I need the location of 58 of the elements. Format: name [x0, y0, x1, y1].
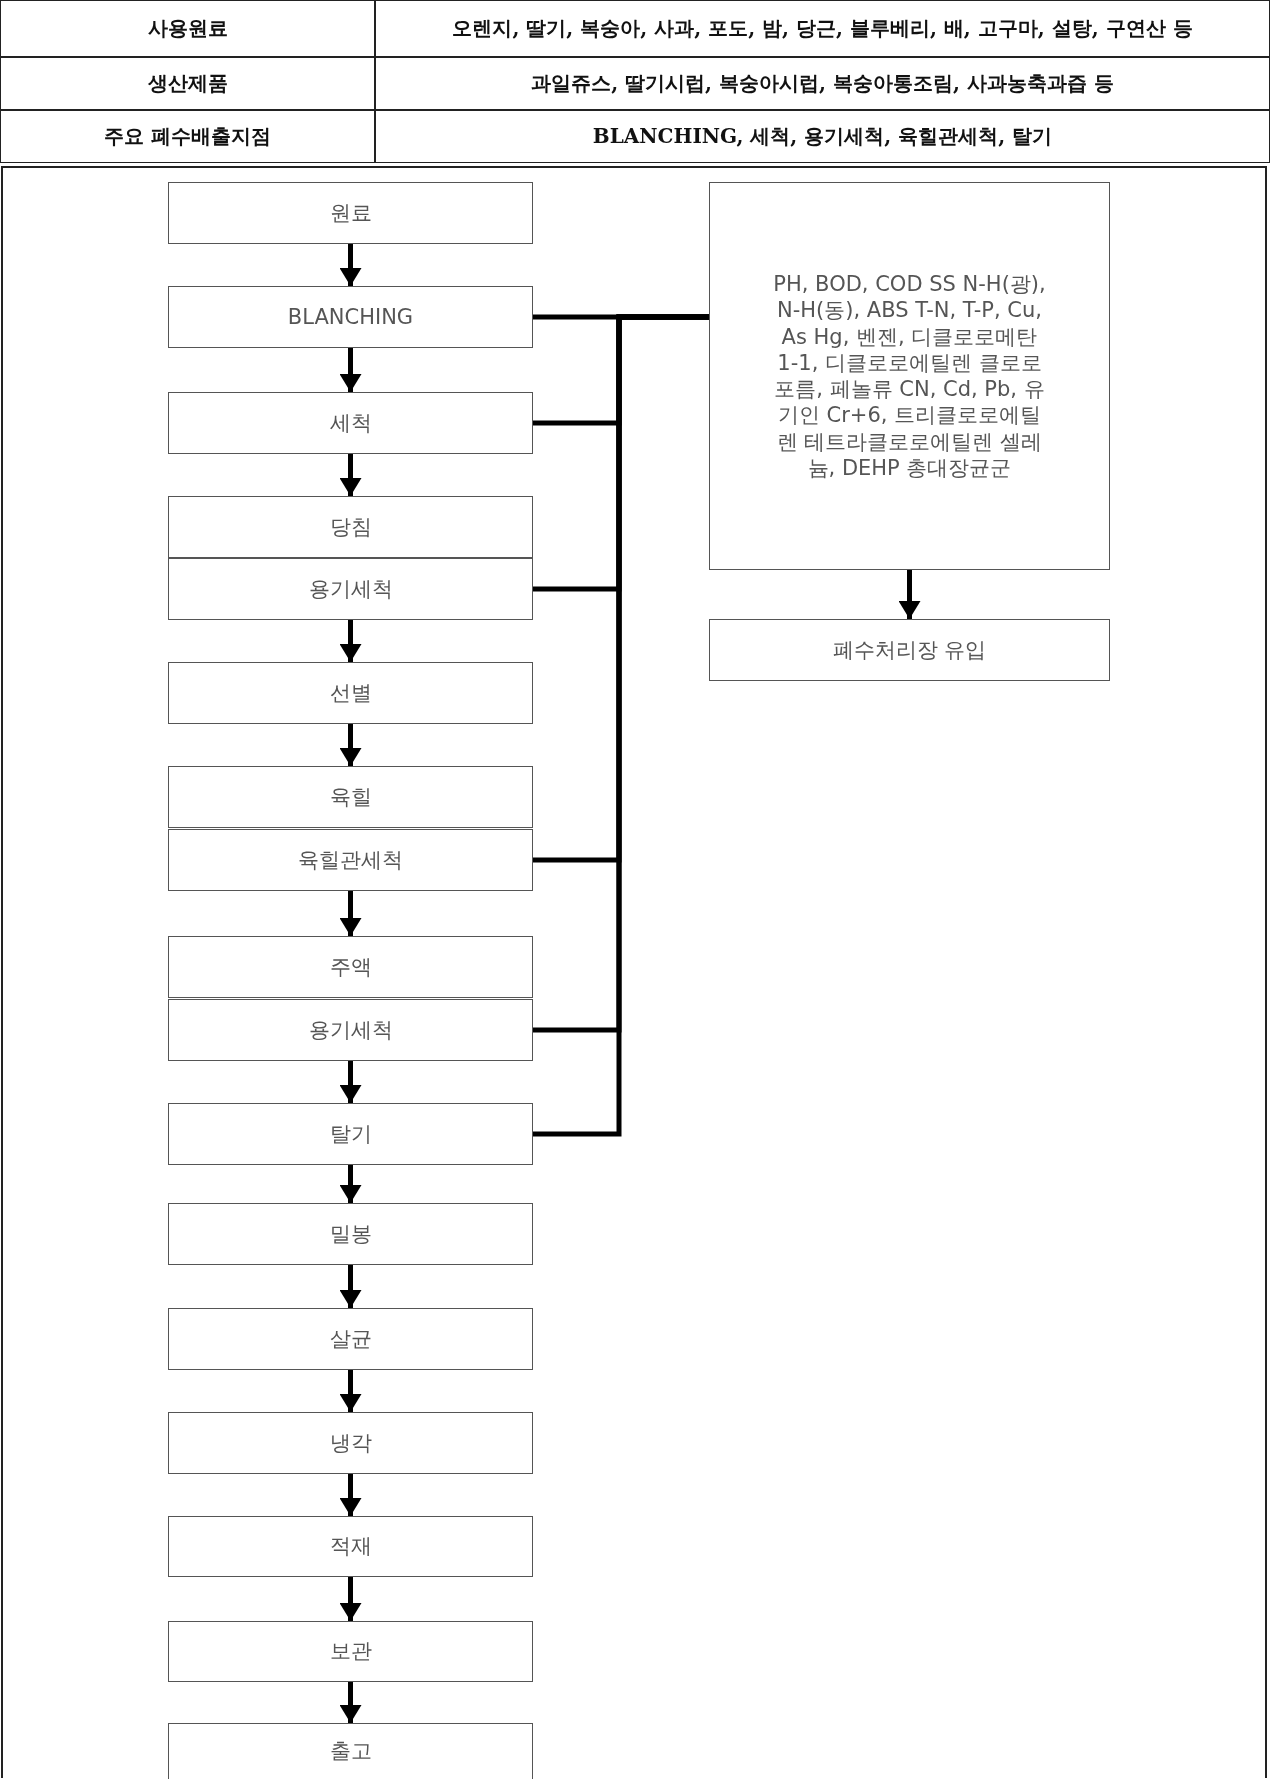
node-label: 출고 [328, 1738, 373, 1765]
arrow [339, 1682, 362, 1723]
node-label: 용기세척 [307, 1016, 394, 1044]
process-box [168, 392, 533, 454]
arrow [339, 244, 362, 286]
process-box [168, 1308, 533, 1370]
node-label: 세척 [328, 409, 373, 437]
arrow [339, 1265, 362, 1308]
process-box [168, 766, 533, 828]
arrow [339, 620, 362, 662]
process-box [168, 1723, 533, 1779]
process-box [709, 619, 1110, 681]
process-box [168, 182, 533, 244]
arrow [339, 1577, 362, 1621]
process-box [168, 936, 533, 998]
node-label: 원료 [328, 199, 373, 227]
process-box [168, 1516, 533, 1577]
table-cell: BLANCHING, 세척, 용기세척, 육힐관세척, 탈기 [375, 110, 1270, 163]
process-box [168, 1412, 533, 1474]
process-box [168, 1621, 533, 1682]
node-label: 냉각 [328, 1429, 373, 1457]
parameter-box [709, 182, 1110, 570]
process-box [168, 999, 533, 1061]
node-label: PH, BOD, COD SS N-H(광), N-H(동), ABS T-N, T-P, Cu, As Hg, 벤젠, 디클로로메탄 1-1, 디클로로에틸렌 클로로포름, 페놀류 CN, Cd, Pb, 유기인 Cr+6, 트리클로로에틸렌 테트라클로로에틸렌 셀레늄, DEHP 총대장균군 [772, 271, 1047, 481]
table-cell: 과일쥬스, 딸기시럽, 복숭아시럽, 복숭아통조림, 사과농축과즙 등 [375, 57, 1270, 110]
node-label: 주액 [328, 953, 373, 981]
node-label: 탈기 [328, 1120, 373, 1148]
node-label: 적재 [328, 1533, 373, 1560]
node-label: 육힐 [328, 783, 373, 811]
arrow [339, 1165, 362, 1203]
process-box [168, 1103, 533, 1165]
arrow [339, 1370, 362, 1412]
arrow [339, 1474, 362, 1516]
node-label: 당침 [328, 513, 373, 541]
arrow [339, 891, 362, 936]
node-label: BLANCHING [286, 303, 415, 331]
table-cell: 생산제품 [0, 57, 375, 110]
arrow [898, 570, 921, 619]
table-cell: 사용원료 [0, 0, 375, 57]
node-label: 밀봉 [328, 1220, 373, 1248]
node-label: 용기세척 [307, 575, 394, 603]
process-box [168, 558, 533, 620]
process-box [168, 496, 533, 558]
node-label: 선별 [328, 679, 373, 707]
table-cell: 오렌지, 딸기, 복숭아, 사과, 포도, 밤, 당근, 블루베리, 배, 고구마, 설탕, 구연산 등 [375, 0, 1270, 57]
process-box [168, 286, 533, 348]
arrow [339, 724, 362, 766]
arrow [339, 454, 362, 496]
arrow [339, 1061, 362, 1103]
arrow [339, 348, 362, 392]
node-label: 폐수처리장 유입 [831, 636, 988, 664]
process-box [168, 829, 533, 891]
node-label: 살균 [328, 1325, 373, 1353]
process-box [168, 662, 533, 724]
process-box [168, 1203, 533, 1265]
node-label: 육힐관세척 [297, 846, 404, 874]
table-cell: 주요 폐수배출지점 [0, 110, 375, 163]
node-label: 보관 [328, 1638, 373, 1665]
